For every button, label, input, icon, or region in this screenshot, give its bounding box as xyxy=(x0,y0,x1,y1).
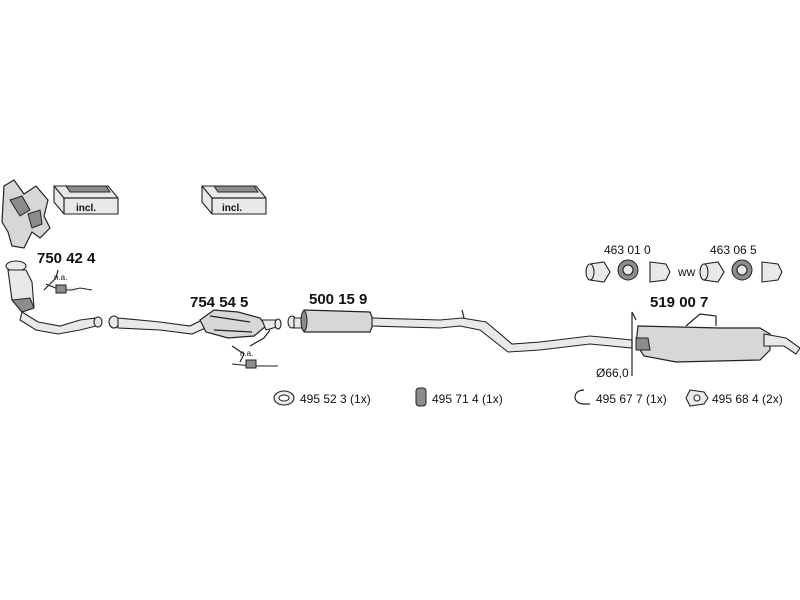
lambda-sensor-rear xyxy=(231,329,278,369)
gasket-icon xyxy=(685,389,709,407)
manifold-part-number[interactable]: 750 42 4 xyxy=(37,250,96,267)
clamp-2-number[interactable]: 463 06 5 xyxy=(710,243,757,257)
exhaust-manifold[interactable] xyxy=(1,179,103,335)
lambda-sensor-front xyxy=(43,269,93,294)
rear-silencer-part-number[interactable]: 519 00 7 xyxy=(650,294,708,311)
manifold-note: n.a. xyxy=(54,273,67,282)
front-silencer[interactable] xyxy=(287,309,633,353)
catalytic-converter-kit[interactable]: incl. xyxy=(201,185,267,215)
manifold-kit-label: incl. xyxy=(76,203,96,214)
catalytic-note: n.a. xyxy=(240,349,253,358)
accessory-hook-label[interactable]: 495 67 7 (1x) xyxy=(596,392,667,406)
rear-silencer[interactable] xyxy=(631,311,800,376)
accessory-ring-label[interactable]: 495 52 3 (1x) xyxy=(300,392,371,406)
ring-icon xyxy=(273,390,295,406)
connector-label: ww xyxy=(677,265,696,279)
front-silencer-part-number[interactable]: 500 15 9 xyxy=(309,291,367,308)
hook-icon xyxy=(574,389,590,405)
rubber-mount-icon xyxy=(415,387,427,407)
catalytic-kit-label: incl. xyxy=(222,203,242,214)
diameter-label: Ø66,0 xyxy=(596,366,629,380)
clamp-1[interactable] xyxy=(585,259,671,283)
catalytic-converter[interactable] xyxy=(108,309,282,339)
manifold-gasket-kit[interactable]: incl. xyxy=(53,185,119,215)
accessory-gasket-label[interactable]: 495 68 4 (2x) xyxy=(712,392,783,406)
clamp-2[interactable] xyxy=(699,259,783,283)
clamp-1-number[interactable]: 463 01 0 xyxy=(604,243,651,257)
catalytic-converter-part-number[interactable]: 754 54 5 xyxy=(190,294,248,311)
accessory-rubber-label[interactable]: 495 71 4 (1x) xyxy=(432,392,503,406)
